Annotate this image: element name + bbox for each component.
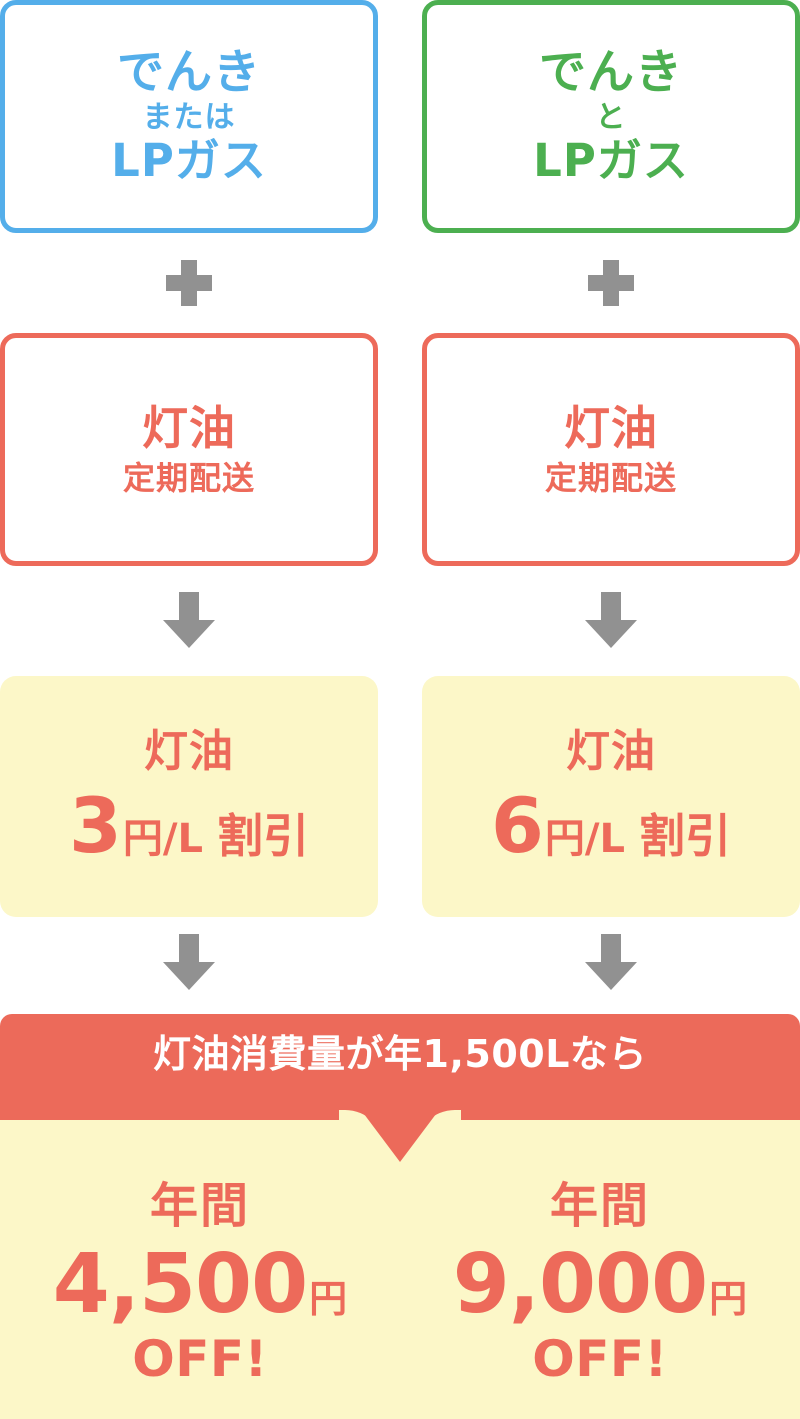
- plan-or-kerosene-column: 灯油 定期配送: [0, 333, 378, 566]
- discount-card-row: 灯油 3 円/L 割引 灯油 6 円/L 割引: [0, 676, 800, 917]
- kerosene-subtitle: 定期配送: [544, 458, 677, 497]
- plus-connector-cell-left: [0, 255, 378, 311]
- service-line-1: でんき: [117, 45, 261, 101]
- kerosene-subtitle: 定期配送: [122, 458, 255, 497]
- service-line-1: でんき: [539, 45, 683, 101]
- plus-icon: [588, 260, 634, 306]
- service-line-2: と: [595, 99, 627, 135]
- kerosene-title: 灯油: [564, 400, 658, 455]
- annual-term-label: 年間: [549, 1177, 650, 1234]
- annual-savings-right: 年間 9,000 円 OFF!: [400, 1120, 800, 1419]
- assumption-banner: 灯油消費量が年1,500Lなら: [0, 1014, 800, 1162]
- annual-amount: 9,000: [452, 1236, 708, 1332]
- service-card-row: でんき または LPガス でんき と LPガス: [0, 0, 800, 233]
- arrow-down-icon: [163, 592, 215, 648]
- annual-amount: 4,500: [52, 1236, 308, 1332]
- kerosene-discount-card[interactable]: 灯油 3 円/L 割引: [0, 676, 378, 917]
- discount-label: 灯油: [144, 726, 234, 778]
- arrow-connector-cell-right: [422, 934, 800, 990]
- annual-savings-panel: 年間 4,500 円 OFF! 年間 9,000 円 OFF!: [0, 1120, 800, 1419]
- annual-savings-left: 年間 4,500 円 OFF!: [0, 1120, 400, 1419]
- annual-unit: 円: [309, 1276, 348, 1321]
- service-line-3: LPガス: [533, 134, 689, 188]
- kerosene-delivery-card[interactable]: 灯油 定期配送: [0, 333, 378, 566]
- plan-or-discount-column: 灯油 3 円/L 割引: [0, 676, 378, 917]
- discount-amount-group: 6 円/L 割引: [491, 780, 731, 870]
- plus-icon: [166, 260, 212, 306]
- discount-unit: 円/L: [122, 815, 203, 862]
- banner-text: 灯油消費量が年1,500Lなら: [153, 1032, 647, 1076]
- annual-term-label: 年間: [149, 1177, 250, 1234]
- arrow-connector-cell-left: [0, 592, 378, 648]
- service-card-electricity-and-lpgas[interactable]: でんき と LPガス: [422, 0, 800, 233]
- annual-off-label: OFF!: [532, 1329, 668, 1388]
- discount-label: 灯油: [566, 726, 656, 778]
- plan-and-discount-column: 灯油 6 円/L 割引: [422, 676, 800, 917]
- service-card-electricity-or-lpgas[interactable]: でんき または LPガス: [0, 0, 378, 233]
- annual-amount-group: 9,000 円: [452, 1236, 748, 1332]
- service-line-3: LPガス: [111, 134, 267, 188]
- discount-word: 割引: [639, 808, 731, 863]
- kerosene-discount-card[interactable]: 灯油 6 円/L 割引: [422, 676, 800, 917]
- discount-amount: 3: [69, 780, 122, 870]
- kerosene-delivery-card[interactable]: 灯油 定期配送: [422, 333, 800, 566]
- kerosene-card-row: 灯油 定期配送 灯油 定期配送: [0, 333, 800, 566]
- arrow-down-icon: [585, 934, 637, 990]
- plus-connector-row: [0, 255, 800, 311]
- plan-and-kerosene-column: 灯油 定期配送: [422, 333, 800, 566]
- service-line-2: または: [142, 99, 236, 135]
- arrow-down-icon: [163, 934, 215, 990]
- plan-and-column: でんき と LPガス: [422, 0, 800, 233]
- discount-unit: 円/L: [544, 815, 625, 862]
- banner-body: 灯油消費量が年1,500Lなら: [0, 1014, 800, 1120]
- kerosene-title: 灯油: [142, 400, 236, 455]
- arrow-connector-row-1: [0, 592, 800, 648]
- arrow-connector-row-2: [0, 934, 800, 990]
- plan-or-column: でんき または LPガス: [0, 0, 378, 233]
- arrow-connector-cell-left: [0, 934, 378, 990]
- annual-unit: 円: [709, 1276, 748, 1321]
- discount-amount: 6: [491, 780, 544, 870]
- arrow-down-icon: [585, 592, 637, 648]
- discount-amount-group: 3 円/L 割引: [69, 780, 309, 870]
- annual-amount-group: 4,500 円: [52, 1236, 348, 1332]
- arrow-connector-cell-right: [422, 592, 800, 648]
- discount-word: 割引: [217, 808, 309, 863]
- annual-off-label: OFF!: [132, 1329, 268, 1388]
- plus-connector-cell-right: [422, 255, 800, 311]
